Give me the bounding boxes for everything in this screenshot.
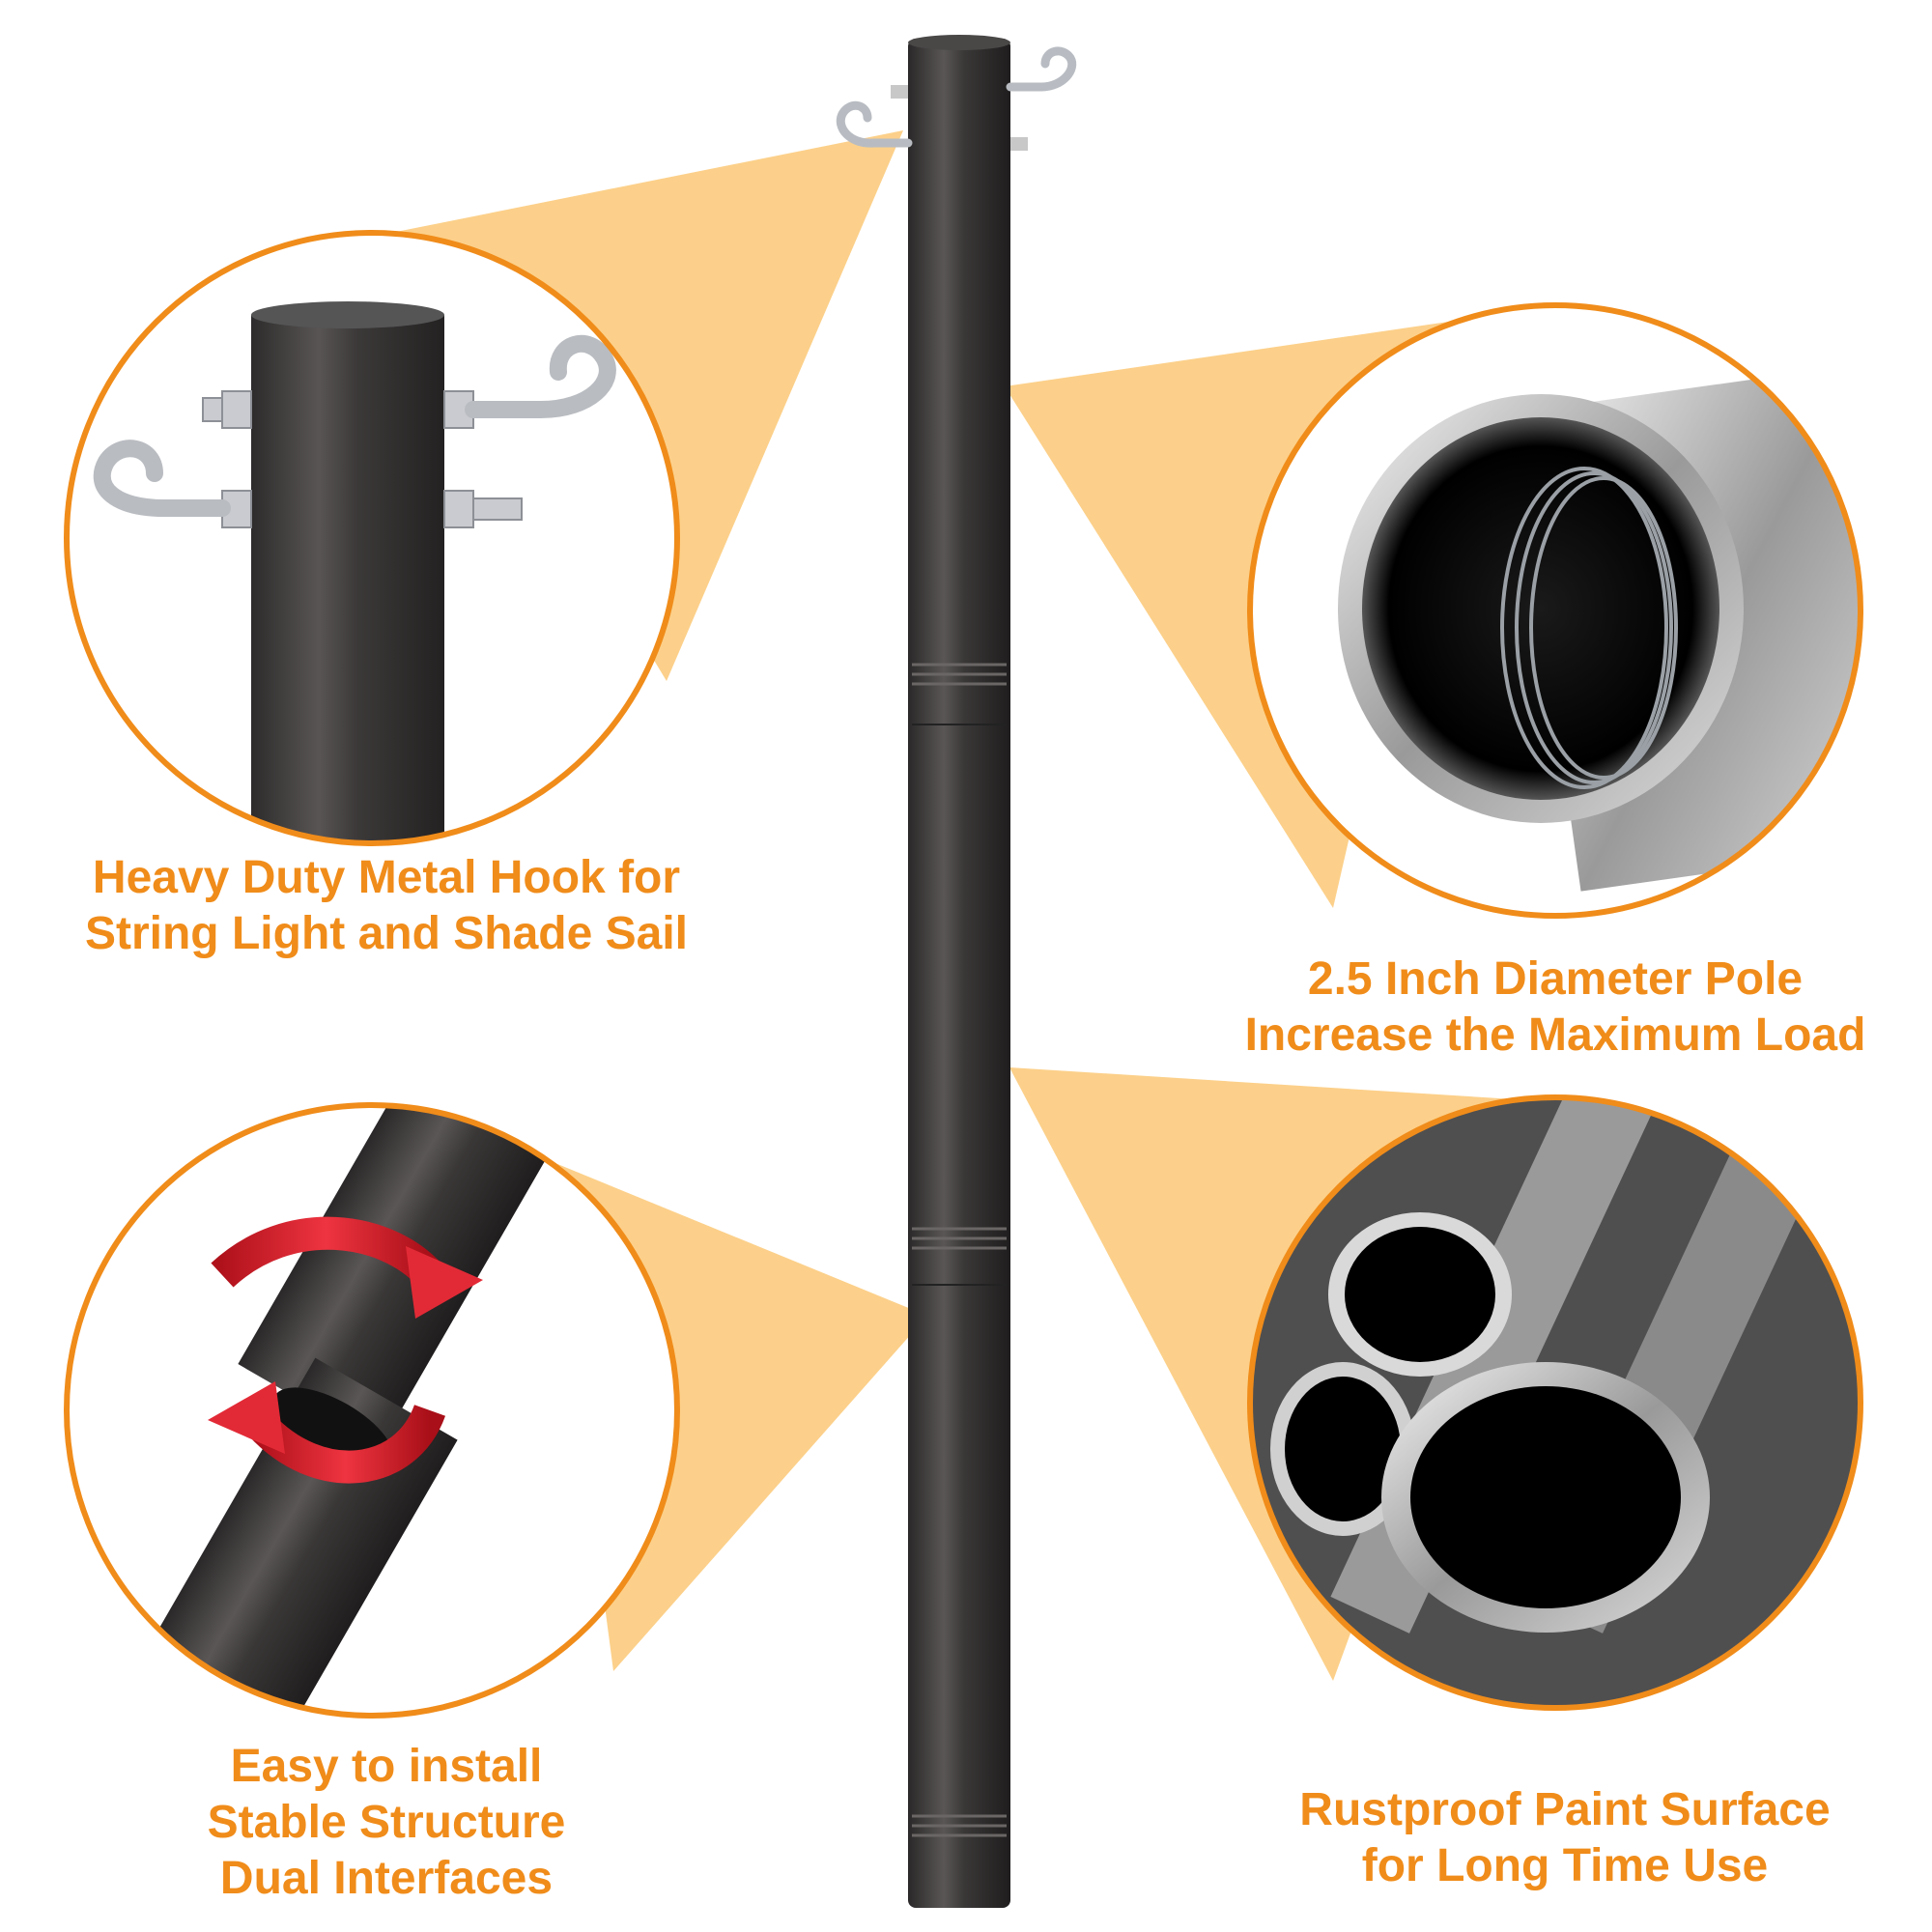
caption-line: Dual Interfaces	[219, 1853, 554, 1904]
feature-caption-hook: Heavy Duty Metal Hook for String Light a…	[39, 850, 734, 962]
rustproof-closeup	[1247, 1094, 1863, 1711]
caption-line: for Long Time Use	[1361, 1840, 1769, 1891]
caption-line: String Light and Shade Sail	[84, 908, 689, 959]
hook-icon	[836, 46, 1077, 151]
caption-line: Rustproof Paint Surface	[1299, 1784, 1831, 1835]
install-closeup	[64, 1102, 680, 1719]
feature-caption-install: Easy to install Stable Structure Dual In…	[68, 1739, 705, 1907]
caption-line: Stable Structure	[207, 1797, 566, 1848]
caption-line: Easy to install	[230, 1741, 543, 1792]
feature-caption-diameter: 2.5 Inch Diameter Pole Increase the Maxi…	[1198, 952, 1913, 1064]
caption-line: 2.5 Inch Diameter Pole	[1307, 953, 1804, 1005]
caption-line: Increase the Maximum Load	[1244, 1009, 1866, 1061]
tube-icon	[1247, 302, 1863, 919]
hook-closeup	[64, 230, 680, 846]
feature-caption-rustproof: Rustproof Paint Surface for Long Time Us…	[1217, 1782, 1913, 1894]
main-pole	[908, 35, 1010, 1908]
caption-line: Heavy Duty Metal Hook for	[92, 852, 681, 903]
